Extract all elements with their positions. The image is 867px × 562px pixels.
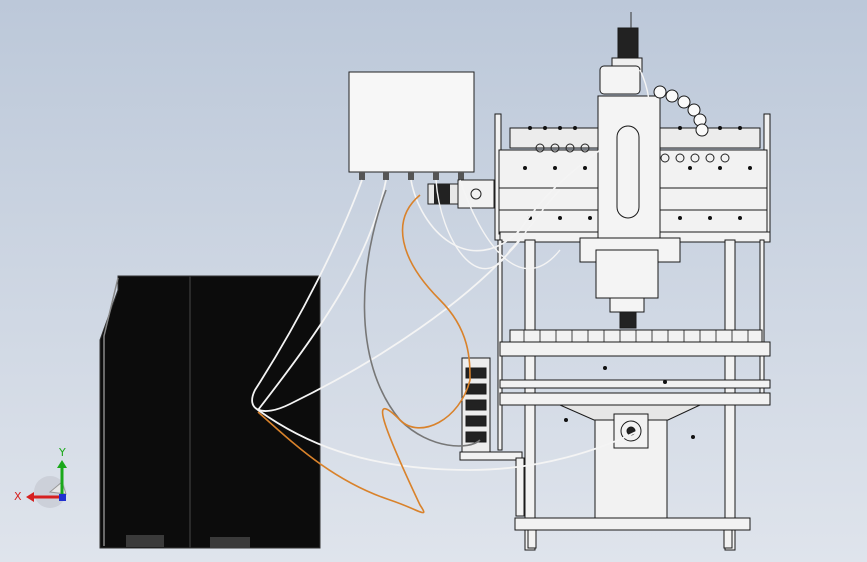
junction-box[interactable] bbox=[348, 71, 475, 180]
coordinate-triad: X Y bbox=[14, 446, 67, 508]
cabinet-vent-left bbox=[126, 535, 164, 547]
cable-white-5 bbox=[459, 179, 561, 270]
cabinet-vent-right bbox=[210, 537, 250, 548]
z-drag-chain bbox=[653, 85, 709, 137]
cable-white-1 bbox=[251, 179, 521, 412]
cable-white-3 bbox=[410, 149, 601, 252]
cable-white-6 bbox=[639, 69, 651, 121]
cable-glands bbox=[359, 172, 464, 180]
z-axis-motor[interactable] bbox=[599, 12, 643, 95]
cable-white-2 bbox=[256, 179, 641, 471]
cable-orange bbox=[257, 194, 471, 514]
z-axis-carriage[interactable] bbox=[579, 95, 681, 329]
axis-x-arrow bbox=[26, 492, 34, 502]
table-slats bbox=[523, 330, 749, 342]
control-cabinet[interactable] bbox=[99, 275, 321, 549]
cable-gray bbox=[363, 189, 481, 447]
side-drag-chain bbox=[461, 357, 491, 453]
cable-white-4 bbox=[435, 179, 561, 270]
axis-z-marker bbox=[59, 494, 66, 501]
cables bbox=[251, 69, 651, 514]
axis-y-label: Y bbox=[58, 446, 66, 459]
axis-x-label: X bbox=[14, 490, 22, 503]
axis-y-arrow bbox=[57, 460, 67, 468]
lower-motor[interactable] bbox=[613, 413, 649, 449]
